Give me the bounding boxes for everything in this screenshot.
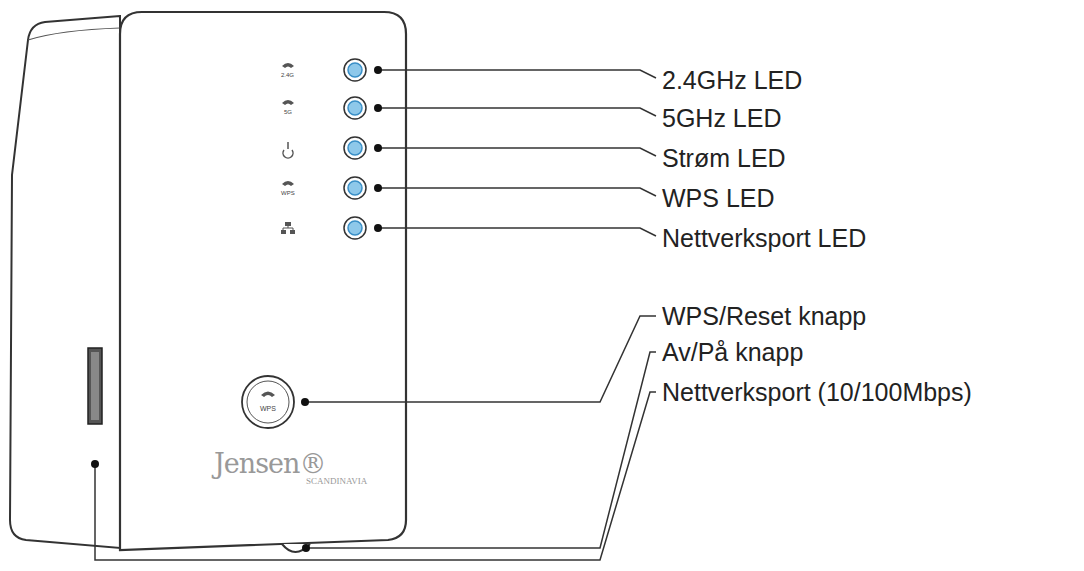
led-column <box>344 59 366 239</box>
power-button <box>282 544 310 552</box>
callout-label: 2.4GHz LED <box>662 68 802 93</box>
callout-label: Strøm LED <box>662 146 786 171</box>
leader-lines <box>95 70 656 560</box>
led-icons <box>281 63 295 234</box>
leader-dots <box>91 66 382 552</box>
icon-text: 5G <box>284 109 292 115</box>
device-front <box>120 12 406 550</box>
icon-text: 2.4G <box>281 72 294 78</box>
brand-subtitle: SCANDINAVIA <box>306 477 367 486</box>
button-text: WPS <box>260 405 276 412</box>
callout-label: 5GHz LED <box>662 106 781 131</box>
callout-label: Av/På knapp <box>662 340 803 365</box>
network-port <box>88 348 102 424</box>
callout-label: Nettverksport LED <box>662 226 866 251</box>
callout-label: WPS LED <box>662 186 775 211</box>
icon-text: WPS <box>281 190 295 196</box>
callout-label: WPS/Reset knapp <box>662 304 866 329</box>
wps-button <box>242 376 294 428</box>
callout-label: Nettverksport (10/100Mbps) <box>662 380 972 405</box>
brand-logo: Jensen® <box>214 450 325 477</box>
device-side <box>10 16 120 548</box>
